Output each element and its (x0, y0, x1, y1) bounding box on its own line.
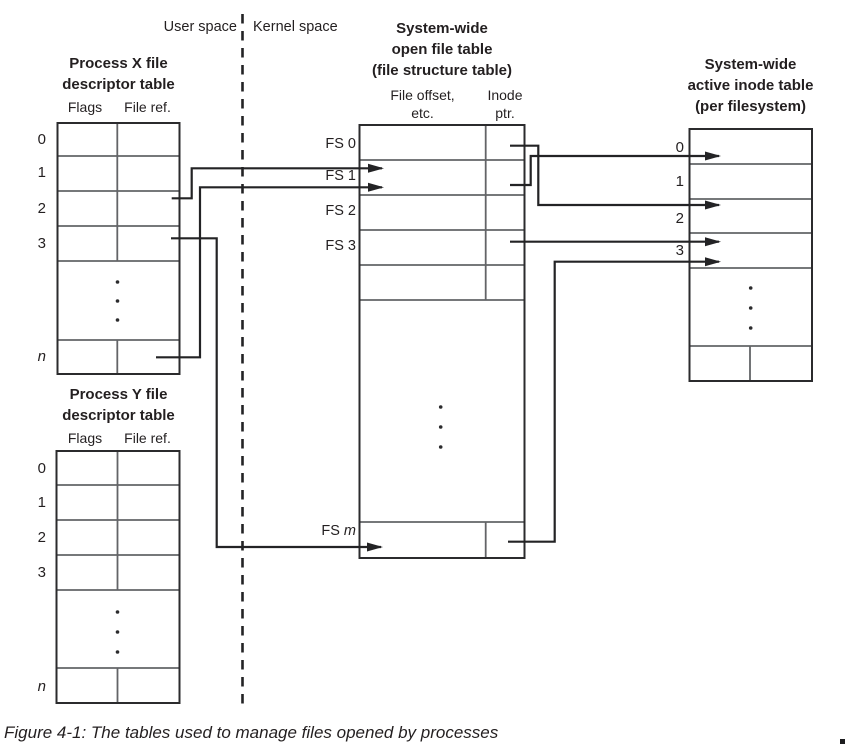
inode-row-1-label: 1 (675, 173, 684, 190)
process-x-ellipsis-dots (115, 280, 120, 322)
open-file-col-inode: Inode ptr. (477, 87, 533, 122)
open-file-col-offset-line1: File offset, (390, 87, 455, 103)
inode-table-title-line3: (per filesystem) (695, 97, 806, 115)
inode-row-3-label: 3 (675, 242, 684, 259)
arrow-fs1-to-inode0 (510, 151, 721, 187)
page-corner-mark (840, 739, 845, 744)
arrow-x-fd2-to-fs1 (171, 163, 384, 200)
process-y-row-2-label: 2 (37, 528, 46, 546)
pointer-arrows (156, 144, 721, 552)
inode-table-title-line1: System-wide (704, 55, 797, 73)
process-y-title-line2: descriptor table (62, 406, 175, 424)
open-file-col-inode-line2: ptr. (495, 104, 515, 121)
process-x-row-2-label: 2 (37, 200, 46, 217)
process-y-title-line1: Process Y file (69, 385, 168, 403)
arrow-fsm-to-inode3 (508, 257, 721, 543)
process-y-ellipsis-dots (115, 610, 120, 654)
inode-ellipsis-dots (748, 286, 753, 330)
open-file-table-border (358, 124, 526, 559)
open-file-col-offset-line2: etc. (411, 104, 434, 121)
open-file-row-fs2-label: FS 2 (325, 203, 356, 219)
open-file-row-fs0-label: FS 0 (325, 135, 356, 152)
open-file-table (358, 124, 526, 559)
open-file-table-title-line1: System-wide (396, 20, 488, 37)
process-x-col-flags: Flags (67, 99, 103, 115)
open-file-table-title-line2: open file table (391, 41, 493, 58)
inode-table (688, 128, 813, 382)
process-y-table (55, 450, 181, 704)
open-file-row-fs1-label: FS 1 (325, 168, 356, 184)
arrow-fs0-to-inode2 (510, 144, 721, 210)
process-x-col-fileref: File ref. (124, 99, 171, 115)
kernel-space-label: Kernel space (253, 19, 338, 35)
process-x-table (56, 122, 181, 375)
open-file-table-title: System-wide open file table (file struct… (352, 18, 532, 81)
process-x-row-n-label: n (37, 348, 46, 365)
open-file-row-fsm-char: m (343, 523, 356, 539)
process-x-row-1-label: 1 (37, 164, 46, 181)
open-file-col-inode-line1: Inode (487, 87, 523, 103)
inode-row-0-label: 0 (675, 138, 684, 156)
process-x-row-3-label: 3 (37, 235, 46, 252)
process-y-title: Process Y file descriptor table (28, 384, 209, 426)
open-file-col-offset: File offset, etc. (374, 87, 471, 122)
process-x-title-line2: descriptor table (62, 75, 175, 93)
open-file-table-title-line3: (file structure table) (371, 62, 513, 79)
process-y-row-n-label: n (37, 677, 46, 695)
arrow-x-fd3-to-fsm (171, 237, 383, 552)
user-space-label: User space (163, 19, 237, 35)
process-x-title: Process X file descriptor table (28, 53, 209, 95)
process-y-row-1-label: 1 (37, 493, 46, 511)
inode-table-border (688, 128, 813, 382)
process-y-table-border (55, 450, 181, 704)
process-y-col-flags: Flags (67, 429, 103, 446)
open-file-ellipsis-dots (438, 405, 443, 449)
process-x-title-line1: Process X file (69, 54, 168, 72)
process-x-table-border (56, 122, 181, 375)
inode-table-title: System-wide active inode table (per file… (654, 54, 846, 117)
figure-caption: Figure 4-1: The tables used to manage fi… (4, 723, 499, 742)
process-y-col-fileref: File ref. (124, 429, 171, 446)
open-file-row-fs3-label: FS 3 (325, 238, 356, 254)
process-y-row-3-label: 3 (37, 563, 46, 581)
arrow-x-fdn-to-fs1 (156, 182, 384, 359)
inode-table-title-line2: active inode table (687, 76, 814, 94)
process-x-row-0-label: 0 (37, 130, 46, 148)
inode-row-2-label: 2 (675, 209, 684, 227)
process-y-row-0-label: 0 (37, 459, 46, 477)
